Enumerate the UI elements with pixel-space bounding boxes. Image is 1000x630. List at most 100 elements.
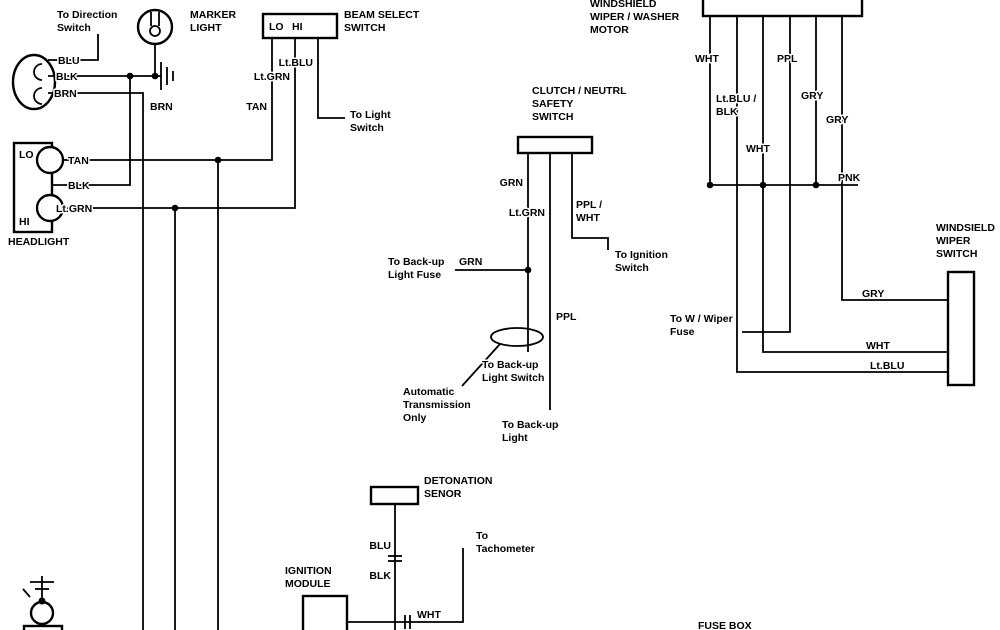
ignition-module-box (301, 594, 349, 630)
junction-dot (214, 156, 222, 164)
wire-gry-motor-to-switch (841, 16, 948, 301)
detonation-sensor-box (369, 485, 420, 506)
annotation-to-direction-switch: To Direction (57, 9, 117, 21)
wire-label-ltblu-switch: Lt.BLU (870, 360, 904, 372)
label-detonation-sensor: SENOR (424, 488, 462, 500)
junction-dot (524, 266, 532, 274)
park-turn-lamp-connector-symbol (11, 53, 57, 111)
terminal-label-lo: LO (19, 149, 34, 161)
label-windshield-wiper-switch: WIPER (936, 235, 971, 247)
wire-wht-motor-to-switch (762, 16, 948, 353)
annotation-to-direction-switch: Switch (57, 22, 91, 34)
wire-label-ppl-motor: PPL (777, 53, 798, 65)
wire-wht-module-to-tachometer (347, 548, 464, 623)
annotation-to-wiper-fuse: Fuse (670, 326, 695, 338)
wire-label-tan-headlight: TAN (68, 155, 89, 167)
wire-label-grn: GRN (500, 177, 523, 189)
annotation-automatic-transmission-only: Only (403, 412, 426, 424)
wire-label-gry-3: GRY (862, 288, 884, 300)
wiper-switch-box (946, 270, 976, 387)
wire-pplwht-to-ignition (571, 153, 609, 250)
junction-dot (126, 72, 134, 80)
wiper-washer-motor-box (701, 0, 864, 18)
wire-label-blu-sensor: BLU (369, 540, 391, 552)
wire-ltgrn-headlight-hi (63, 38, 296, 209)
wire-label-ppl-wht: WHT (576, 212, 600, 224)
terminal-label-hi: HI (19, 216, 30, 228)
annotation-to-backup-light-switch: To Back-up (482, 359, 538, 371)
wire-label-wht-1: WHT (695, 53, 719, 65)
wire-label-brn: BRN (54, 88, 77, 100)
wire-label-blk: BLK (56, 71, 78, 83)
clutch-neutral-safety-switch-box (516, 135, 594, 155)
label-clutch-neutral-safety-switch: SWITCH (532, 111, 573, 123)
annotation-to-backup-light-switch: Light Switch (482, 372, 544, 384)
beam-select-switch-box (261, 12, 339, 40)
wire-label-ltgrn-headlight: Lt.GRN (56, 203, 92, 215)
label-windshield-wiper-switch: SWITCH (936, 248, 977, 260)
wire-label-ltgrn: Lt.GRN (509, 207, 545, 219)
label-clutch-neutral-safety-switch: CLUTCH / NEUTRL (532, 85, 627, 97)
wire-blu-to-direction-switch (48, 34, 99, 61)
wire-label-pnk: PNK (838, 172, 861, 184)
annotation-to-tachometer: Tachometer (476, 543, 535, 555)
wire-label-ppl-wht: PPL / (576, 199, 602, 211)
junction-dot (759, 181, 767, 189)
label-marker-light: MARKER (190, 9, 236, 21)
automatic-transmission-connector-ellipse (490, 327, 544, 347)
annotation-callout-line (461, 343, 501, 387)
wire-label-wht-2: WHT (746, 143, 770, 155)
label-windshield-wiper-washer-motor: WINDSHIELD (590, 0, 657, 10)
marker-light-symbol (136, 8, 174, 46)
wire-label-grn-fuse: GRN (459, 256, 482, 268)
label-windshield-wiper-washer-motor: MOTOR (590, 24, 629, 36)
junction-dot (171, 204, 179, 212)
annotation-to-light-switch: Switch (350, 122, 384, 134)
label-ignition-module: MODULE (285, 578, 331, 590)
annotation-automatic-transmission-only: Automatic (403, 386, 454, 398)
label-windshield-wiper-washer-motor: WIPER / WASHER (590, 11, 680, 23)
wire-tan-headlight-lo (63, 38, 273, 161)
label-beam-select-switch: SWITCH (344, 22, 385, 34)
wire-label-tan: TAN (246, 101, 267, 113)
terminal-label-hi: HI (292, 21, 303, 33)
wire-label-ppl: PPL (556, 311, 577, 323)
junction-dot (706, 181, 714, 189)
wire-label-brn-main: BRN (150, 101, 173, 113)
annotation-to-backup-light-fuse: Light Fuse (388, 269, 441, 281)
label-headlight: HEADLIGHT (8, 236, 70, 248)
wire-label-wht-module: WHT (417, 609, 441, 621)
marker-light-filament-icon (149, 25, 161, 37)
connector-terminal-icon (33, 87, 43, 105)
distributor-icon (22, 576, 64, 630)
junction-dot (812, 181, 820, 189)
annotation-to-backup-light-fuse: To Back-up (388, 256, 444, 268)
wire-label-blu: BLU (58, 55, 80, 67)
annotation-to-backup-light: Light (502, 432, 528, 444)
annotation-to-wiper-fuse: To W / Wiper (670, 313, 733, 325)
wire-label-wht-3: WHT (866, 340, 890, 352)
terminal-label-lo: LO (269, 21, 284, 33)
headlight-lo-terminal-icon (35, 145, 65, 175)
label-marker-light: LIGHT (190, 22, 222, 34)
wire-label-gry-2: GRY (826, 114, 848, 126)
wire-label-gry-1: GRY (801, 90, 823, 102)
wire-ppl-to-wiper-fuse (742, 16, 791, 333)
wire-brn-main (48, 92, 144, 630)
annotation-automatic-transmission-only: Transmission (403, 399, 471, 411)
label-clutch-neutral-safety-switch: SAFETY (532, 98, 573, 110)
annotation-to-light-switch: To Light (350, 109, 391, 121)
wire-label-blk-sensor: BLK (369, 570, 391, 582)
annotation-to-backup-light: To Back-up (502, 419, 558, 431)
label-detonation-sensor: DETONATION (424, 475, 492, 487)
wire-label-ltblu: Lt.BLU (279, 57, 313, 69)
wire-label-ltgrn: Lt.GRN (254, 71, 290, 83)
annotation-to-ignition-switch: To Ignition (615, 249, 668, 261)
label-beam-select-switch: BEAM SELECT (344, 9, 420, 21)
wire-label-blk-headlight: BLK (68, 180, 90, 192)
annotation-to-ignition-switch: Switch (615, 262, 649, 274)
wire-label-ltblu-blk: Lt.BLU / (716, 93, 756, 105)
wire-ltblu-to-light-switch (317, 38, 345, 119)
